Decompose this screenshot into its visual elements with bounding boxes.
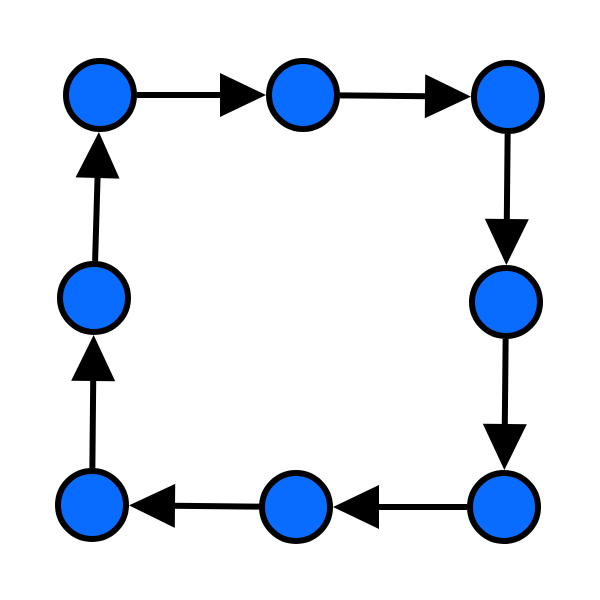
arrow-top-middle-to-top-right: [339, 74, 472, 119]
arrow-head: [482, 423, 527, 471]
arrow-shaft: [89, 378, 97, 469]
arrow-top-left-to-top-middle: [137, 73, 266, 117]
arrow-bottom-right-to-bottom-middle: [333, 485, 467, 529]
arrow-head: [424, 74, 472, 119]
arrow-head: [333, 485, 379, 529]
arrow-right-middle-to-bottom-right: [482, 338, 527, 471]
arrow-shaft: [339, 92, 428, 100]
node-left-middle: [57, 261, 131, 335]
arrow-head: [484, 218, 529, 266]
arrow-shaft: [172, 502, 260, 510]
arrow-head: [128, 483, 176, 528]
node-top-left: [63, 58, 137, 132]
arrow-top-right-to-right-middle: [484, 133, 529, 266]
arrow-shaft: [92, 175, 101, 262]
node-top-right: [471, 60, 545, 134]
node-bottom-right: [467, 470, 541, 544]
node-right-middle: [469, 265, 543, 339]
arrow-head: [75, 131, 120, 179]
arrow-head: [220, 73, 266, 117]
nodes: [55, 58, 545, 544]
arrow-head: [71, 334, 116, 382]
arrow-shaft: [501, 338, 509, 427]
arrow-bottom-middle-to-bottom-left: [128, 483, 260, 528]
arrow-bottom-left-to-left-middle: [71, 334, 116, 469]
edges: [71, 73, 529, 529]
node-top-middle: [266, 58, 340, 132]
arrow-left-middle-to-top-left: [75, 131, 120, 262]
arrow-shaft: [503, 133, 511, 222]
node-bottom-left: [55, 468, 129, 542]
node-bottom-middle: [259, 470, 333, 544]
